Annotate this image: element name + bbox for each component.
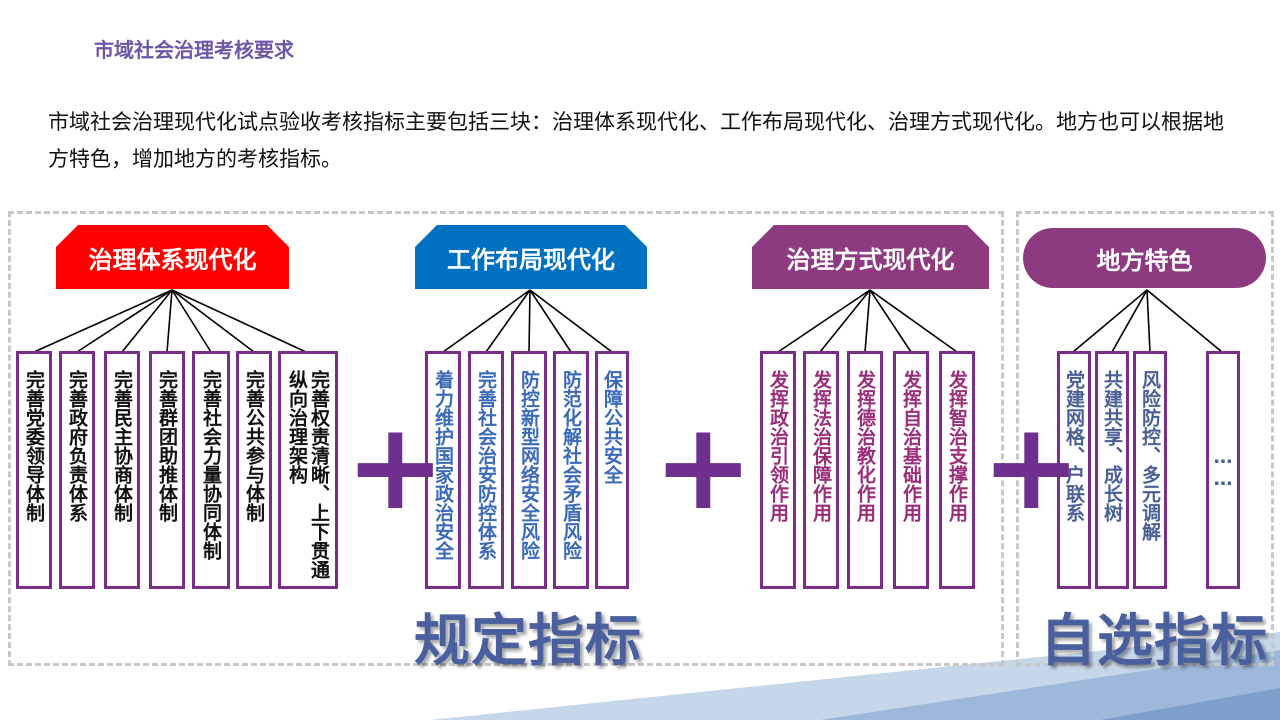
- item-moral-education: 发挥德治教化作用: [847, 351, 883, 589]
- item-risk-control: 风险防控、多元调解: [1133, 351, 1167, 589]
- item-social-forces: 完善社会力量协同体制: [192, 351, 230, 589]
- label-required-indicators: 规定指标: [414, 609, 642, 674]
- item-smart-governance: 发挥智治支撑作用: [939, 351, 975, 589]
- optional-indicators-frame: [1016, 211, 1274, 666]
- header-governance-system: 治理体系现代化: [56, 225, 289, 289]
- item-political-guidance: 发挥政治引领作用: [760, 351, 796, 589]
- page-title: 市域社会治理考核要求: [94, 38, 294, 62]
- item-democratic-consultation: 完善民主协商体制: [104, 351, 140, 589]
- item-rule-of-law: 发挥法治保障作用: [803, 351, 839, 589]
- item-mass-organization: 完善群团助推体制: [149, 351, 185, 589]
- item-network-security: 防控新型网络安全风险: [511, 351, 547, 589]
- plus-sign-2: +: [653, 398, 754, 537]
- item-party-grid: 党建网格、户联系: [1057, 351, 1091, 589]
- item-public-order: 完善社会治安防控体系: [468, 351, 504, 589]
- plus-sign-3: +: [981, 398, 1082, 537]
- item-self-governance: 发挥自治基础作用: [893, 351, 929, 589]
- item-public-safety: 保障公共安全: [595, 351, 629, 589]
- item-public-participation: 完善公共参与体制: [236, 351, 272, 589]
- header-work-layout: 工作布局现代化: [415, 225, 647, 289]
- item-party-leadership: 完善党委领导体制: [16, 351, 52, 589]
- header-local-features: 地方特色: [1023, 228, 1266, 288]
- plus-sign-1: +: [345, 398, 446, 537]
- required-indicators-frame: [8, 211, 1004, 666]
- item-political-security: 着力维护国家政治安全: [425, 351, 461, 589]
- item-ellipsis: ……: [1206, 351, 1240, 589]
- label-optional-indicators: 自选指标: [1040, 609, 1268, 674]
- header-governance-method: 治理方式现代化: [752, 225, 989, 289]
- item-social-conflicts: 防范化解社会矛盾风险: [553, 351, 589, 589]
- item-vertical-structure: 完善权责清晰、上下贯通纵向治理架构: [278, 351, 338, 589]
- item-government-responsibility: 完善政府负责体系: [59, 351, 95, 589]
- intro-text: 市域社会治理现代化试点验收考核指标主要包括三块：治理体系现代化、工作布局现代化、…: [48, 110, 1224, 171]
- item-co-build-share: 共建共享、成长树: [1095, 351, 1129, 589]
